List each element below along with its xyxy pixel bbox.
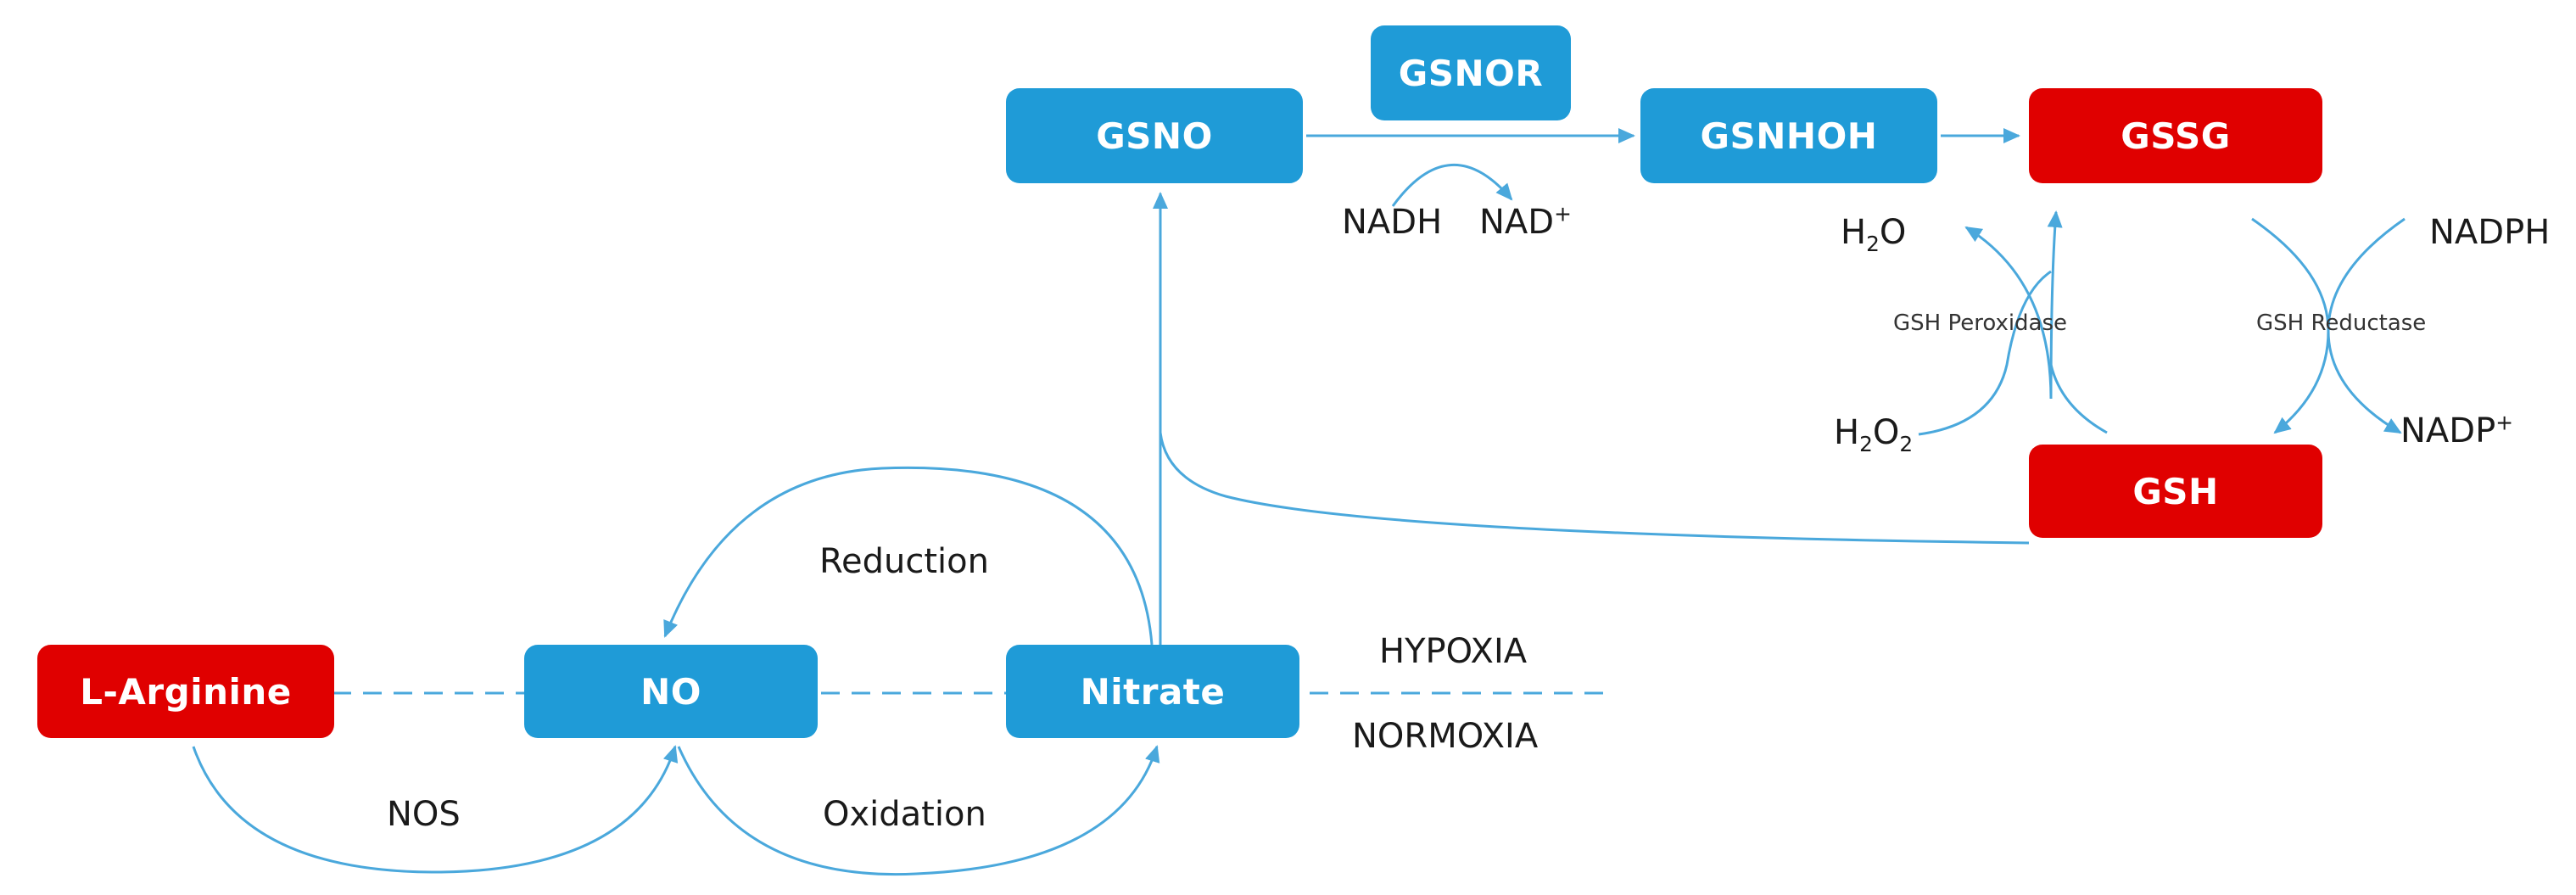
label-nadh: NADH — [1342, 203, 1443, 242]
arrow-oxidation — [677, 745, 1160, 876]
label-reduction: Reduction — [819, 542, 989, 581]
label-gsh-peroxidase: GSH Peroxidase — [1893, 310, 2068, 336]
label-h2o-subscript: 2 — [1866, 232, 1880, 256]
arrow-nos — [192, 745, 679, 874]
node-nitrate: Nitrate — [1006, 645, 1299, 738]
label-h2o2-h: H — [1834, 413, 1860, 452]
label-nadp-text: NADP — [2400, 411, 2496, 450]
label-nad-superscript: + — [1554, 201, 1572, 227]
label-nadp-plus: NADP+ — [2400, 410, 2513, 450]
node-no: NO — [524, 645, 818, 738]
arrow-nadph-to-reductase — [2327, 217, 2406, 332]
node-gsno: GSNO — [1006, 88, 1303, 183]
label-nadp-superscript: + — [2495, 410, 2513, 435]
label-nos: NOS — [387, 795, 461, 834]
label-nad-text: NAD — [1479, 203, 1555, 242]
label-h2o2-subscript-1: 2 — [1859, 432, 1873, 456]
node-l-arginine: L-Arginine — [37, 645, 334, 738]
node-gsnhoh: GSNHOH — [1640, 88, 1937, 183]
arrow-gsh-to-peroxidase — [2049, 364, 2108, 434]
label-nadph: NADPH — [2429, 213, 2551, 252]
label-h2o2-subscript-2: 2 — [1899, 432, 1914, 456]
node-gsnor: GSNOR — [1371, 25, 1571, 120]
node-gssg: GSSG — [2029, 88, 2322, 183]
label-h2o-o: O — [1879, 213, 1907, 252]
arrow-h2o2-to-peroxidase — [1918, 270, 2052, 436]
arrow-peroxidase-to-gssg — [2047, 210, 2063, 400]
label-nad-plus: NAD+ — [1479, 201, 1572, 242]
label-h2o: H2O — [1841, 213, 1907, 255]
label-h2o2-o: O — [1872, 413, 1900, 452]
arrow-reduction — [663, 466, 1154, 646]
node-gsh: GSH — [2029, 445, 2322, 538]
label-h2o2: H2O2 — [1834, 413, 1913, 455]
label-normoxia: NORMOXIA — [1352, 717, 1539, 756]
arrow-reductase-to-nadp — [2327, 330, 2402, 434]
line-gsh-to-junction — [1159, 432, 2030, 545]
label-hypoxia: HYPOXIA — [1379, 632, 1528, 671]
label-oxidation: Oxidation — [823, 795, 986, 834]
label-h2o-h: H — [1841, 213, 1867, 252]
label-gsh-reductase: GSH Reductase — [2256, 310, 2427, 336]
arrow-nadh-to-nad — [1391, 163, 1513, 207]
